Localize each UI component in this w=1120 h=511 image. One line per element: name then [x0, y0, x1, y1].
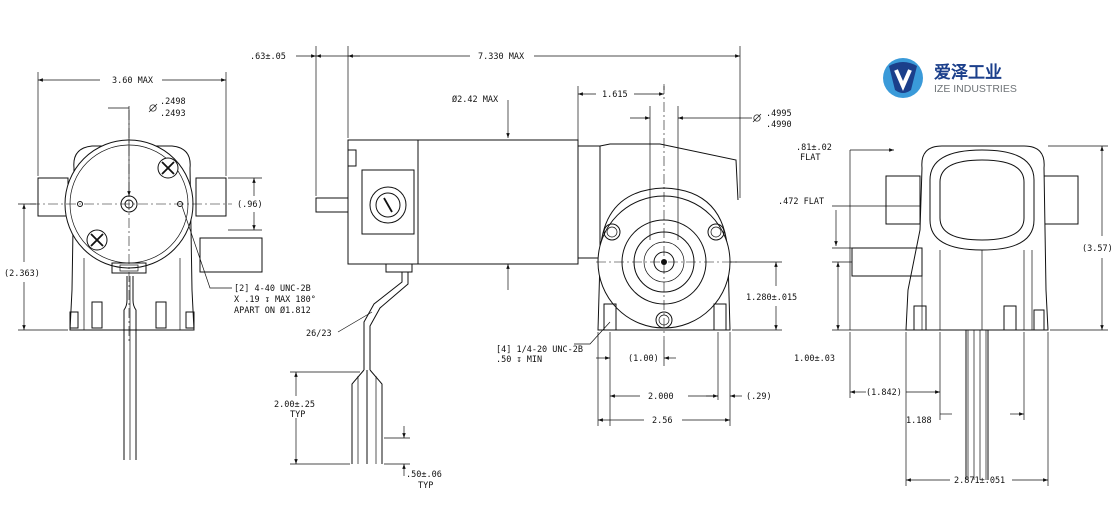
dim-width-max: 3.60 MAX	[112, 76, 154, 86]
dim-flat-472: .472 FLAT	[778, 197, 824, 207]
gearbox-view: 1.615 .4995 .4990 1.280±.015 [4] 1/4-20 …	[496, 84, 797, 426]
dim-output-dia-bottom: .4990	[766, 120, 792, 130]
holes-callout-line1: [2] 4-40 UNC-2B	[234, 284, 311, 294]
dim-ref-100: (1.00)	[628, 354, 659, 364]
dim-ref-1842: (1.842)	[866, 388, 902, 398]
logo-en-text: IZE INDUSTRIES	[934, 83, 1017, 95]
dim-overall-length: 7.330 MAX	[478, 52, 525, 62]
dim-height-2363: (2.363)	[4, 269, 40, 279]
dim-ref-96: (.96)	[237, 200, 263, 210]
mount-holes-line2: .50 ↧ MIN	[496, 355, 542, 365]
dim-shaft-height: 1.280±.015	[746, 293, 797, 303]
dim-ref-357: (3.57)	[1082, 244, 1113, 254]
side-view: .63±.05 7.330 MAX Ø2.42 MAX 26/23 2.00±.…	[250, 46, 741, 491]
logo-cn-text: 爱泽工业	[934, 62, 1002, 83]
dim-2000: 2.000	[648, 392, 674, 402]
dim-1188: 1.188	[906, 416, 932, 426]
dim-lead-length: 2.00±.25	[274, 400, 315, 410]
mount-holes-line1: [4] 1/4-20 UNC-2B	[496, 345, 583, 355]
dim-shaft-dia-top: .2498	[160, 97, 186, 107]
end-view: .81±.02 FLAT .472 FLAT (3.57) 1.00±.03 (…	[778, 143, 1113, 486]
dim-2871: 2.871±.051	[954, 476, 1005, 486]
dim-strip-typ: TYP	[418, 481, 433, 491]
holes-callout-line3: APART ON Ø1.812	[234, 305, 311, 316]
dim-ref-29: (.29)	[746, 392, 772, 402]
dim-motor-dia: Ø2.42 MAX	[452, 94, 499, 105]
diameter-symbol-icon	[149, 104, 157, 112]
dim-flat-label: FLAT	[800, 153, 820, 163]
dim-100: 1.00±.03	[794, 354, 835, 364]
dim-strip-length: .50±.06	[406, 470, 442, 480]
dim-lead-length-typ: TYP	[290, 410, 305, 420]
front-view: 3.60 MAX .2498 .2493 (.96) (2.363) [2] 4…	[4, 72, 316, 460]
wire-gauge-label: 26/23	[306, 329, 332, 339]
dim-output-dia-top: .4995	[766, 109, 792, 119]
dim-shaft-dia-bottom: .2493	[160, 109, 186, 119]
holes-callout-line2: X .19 ↧ MAX 180°	[234, 295, 316, 305]
dim-1615: 1.615	[602, 90, 628, 100]
dim-256: 2.56	[652, 416, 672, 426]
dim-flat-81: .81±.02	[796, 143, 832, 153]
company-logo: 爱泽工业 IZE INDUSTRIES	[883, 58, 1017, 98]
dim-flange-offset: .63±.05	[250, 52, 286, 62]
